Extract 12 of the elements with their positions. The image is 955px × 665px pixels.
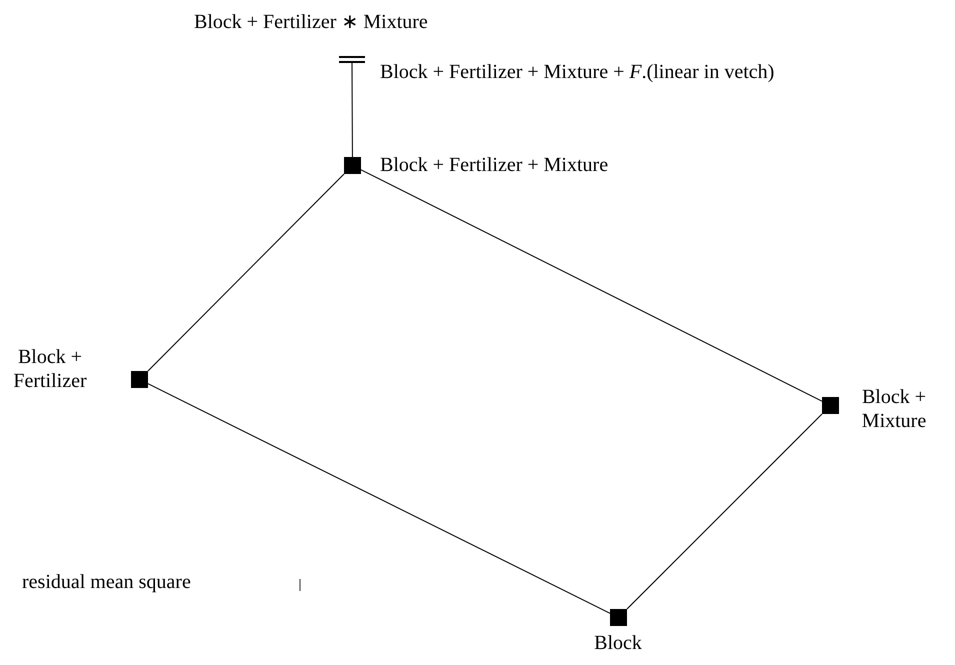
connector-line [148, 383, 610, 614]
node-label: Block + Fertilizer ∗ Mixture [194, 10, 428, 34]
connector-line [147, 174, 345, 372]
connector-line [352, 62, 353, 158]
node-label: Block + Fertilizer + Mixture + F.(linear in vetch) [380, 60, 774, 84]
node-label: Block + Mixture [860, 385, 928, 433]
connector-line [360, 169, 822, 402]
node-label: Block + Fertilizer [12, 345, 88, 393]
connector-line [626, 414, 822, 610]
node-label: Block [593, 631, 643, 655]
scale-label: residual mean square [22, 571, 191, 594]
node-label: Block + Fertilizer + Mixture [380, 153, 608, 177]
